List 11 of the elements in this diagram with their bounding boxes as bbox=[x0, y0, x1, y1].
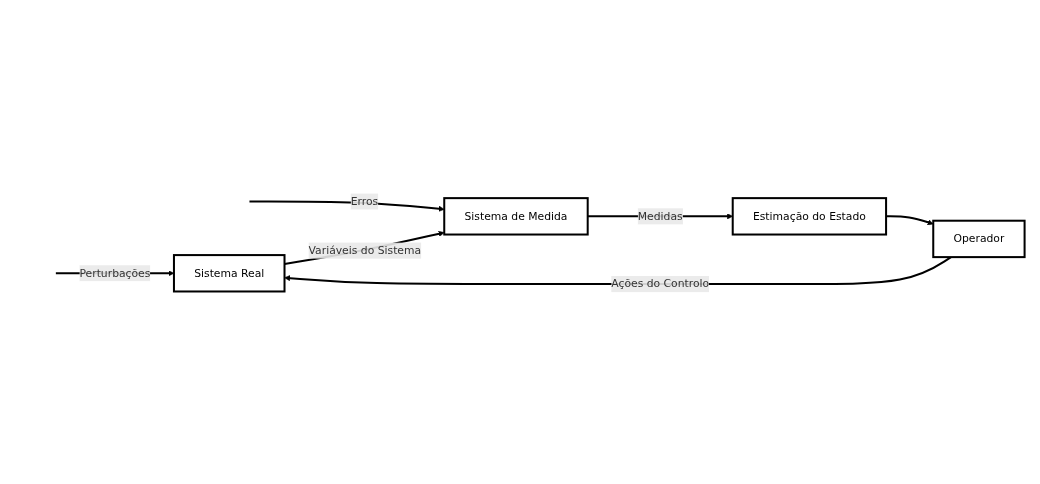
edge-label: Ações do Controlo bbox=[611, 277, 710, 291]
edge-label: Variáveis do Sistema bbox=[308, 244, 422, 257]
edge-label: Perturbações bbox=[79, 266, 151, 280]
node-box: Sistema Real bbox=[172, 254, 286, 293]
arrow bbox=[284, 231, 445, 266]
node-box: Sistema de Medida bbox=[443, 197, 589, 236]
edge-label: Erros bbox=[350, 194, 379, 208]
node-box: Estimação do Estado bbox=[731, 197, 888, 236]
arrow bbox=[886, 215, 934, 226]
edge-label: Medidas bbox=[637, 209, 683, 223]
node-box: Operador bbox=[932, 219, 1026, 259]
